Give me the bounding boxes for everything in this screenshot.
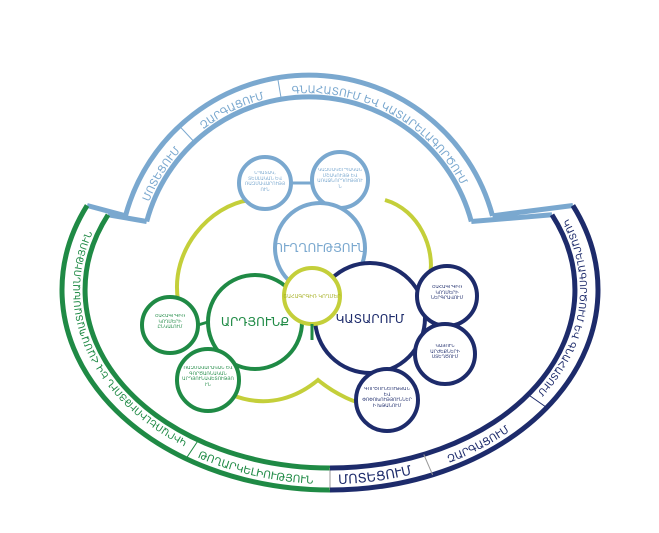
results-item-1-circle bbox=[140, 295, 200, 355]
execution-label: ԿԱՏԱՐՈՒՄ bbox=[336, 312, 405, 326]
ring-label-assessment-right: ԿԱՏԱՐԵԼԱԳՈՐԾՈՒՄ ԵՎ ԳՆԱՀԱՏՈՒՄ bbox=[535, 218, 588, 398]
direction-label: ՈՒՂՂՈՒԹՅՈՒՆ bbox=[274, 241, 366, 255]
execution-item-2: ԿԱՅՈՒՆ ԱՐԺԵՔՆԵՐԻ ՍՏԵՂԾՈՒՄ bbox=[430, 344, 460, 361]
outer-ring-top: ՄՈՏԵՑՈՒՄ ԶԱՐԳԱՑՈՒՄ ԳՆԱՀԱՏՈՒՄ ԵՎ ԿԱՏԱՐԵԼԱ… bbox=[123, 72, 495, 223]
results-cluster: ԱՐԴՅՈՒՆՔ ՇԱՀԱԳՐԳԻՌ ԿՈՂՄԵՐԻ ԸՆԿԱԼՈՒՄ ՌԱԶՄ… bbox=[140, 273, 304, 413]
center-cluster: ՇԱՀԱԳՐԳԻՌ ԿՈՂՄԵՐ bbox=[282, 266, 342, 340]
execution-cluster: ԿԱՏԱՐՈՒՄ ՇԱՀԱԳՐԳԻՌ ԿՈՂՄԵՐԻ ՆԵՐԳՐԱՎՈՒՄ ԿԱ… bbox=[313, 261, 479, 433]
results-item-2: ՌԱԶՄԱՎԱՐԱԿԱՆ ԵՎ ԳՈՐԾԱՌՆԱԿԱՆ ԱՐԴՅՈՒՆԱՎԵՏՈ… bbox=[182, 366, 234, 388]
direction-item-2: ԿԱԶՄԱԿԵՐՊԱԿԱՆ ՄՇԱԿՈՒՅԹ ԵՎ ԱՌԱՋՆՈՐԴՈՒԹՅՈՒ… bbox=[317, 168, 363, 190]
ring-label-deployment-top: ԶԱՐԳԱՑՈՒՄ bbox=[198, 90, 266, 132]
ring-label-approach-top: ՄՈՏԵՑՈՒՄ bbox=[141, 144, 184, 203]
results-item-1: ՇԱՀԱԳՐԳԻՌ ԿՈՂՄԵՐԻ ԸՆԿԱԼՈՒՄ bbox=[154, 314, 186, 331]
connector-loop bbox=[174, 198, 433, 405]
direction-item-1: ՆՊԱՏԱԿ, ՏԵՍԼԱԿԱՆ ԵՎ ՌԱԶՄԱՎԱՐՈՒԹՅՈՒՆ bbox=[244, 171, 286, 193]
results-item-2-circle bbox=[175, 347, 241, 413]
execution-item-2-circle bbox=[413, 322, 477, 386]
results-label: ԱՐԴՅՈՒՆՔ bbox=[221, 315, 289, 329]
center-label: ՇԱՀԱԳՐԳԻՌ ԿՈՂՄԵՐ bbox=[283, 294, 341, 300]
execution-item-3-circle bbox=[354, 367, 420, 433]
execution-item-3: ԳՈՐԾՈՒՆԵՈՒԹՅԱՆ ԵՎ ՓՈՓՈԽՈՒԹՅՈՒՆՆԵՐԻ ԽԹԱՆՈ… bbox=[362, 387, 412, 409]
execution-item-1: ՇԱՀԱԳՐԳԻՌ ԿՈՂՄԵՐԻ ՆԵՐԳՐԱՎՈՒՄ bbox=[430, 285, 464, 302]
direction-item-1-circle bbox=[237, 155, 293, 211]
